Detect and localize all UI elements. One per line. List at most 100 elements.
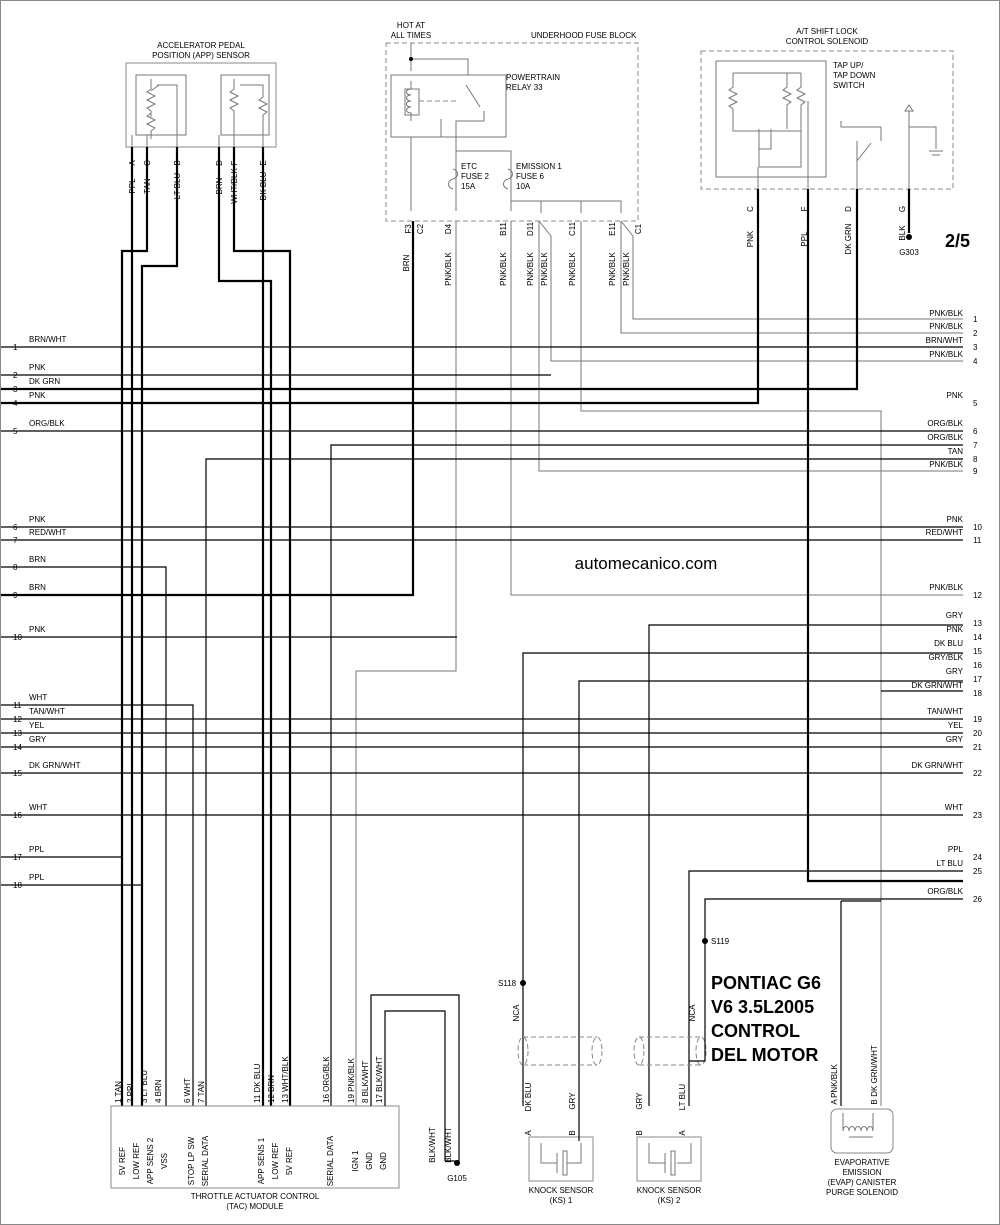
rc-15-n: 15 [973, 647, 982, 656]
evap-purge-solenoid: PNK/BLK DK GRN/WHT A B EVAPORATIVE EMISS… [826, 900, 898, 1197]
ks1-pin-a: A [524, 1130, 533, 1136]
lc-4-n: 4 [13, 399, 18, 408]
rc-14-n: 14 [973, 633, 982, 642]
sl-pin-d: D [844, 206, 853, 212]
rc-13-n: 13 [973, 619, 982, 628]
diagram-title: PONTIAC G6 V6 3.5L2005 CONTROL DEL MOTOR [711, 973, 821, 1065]
lc-15-n: 15 [13, 769, 22, 778]
title-line-2: V6 3.5L2005 [711, 997, 814, 1017]
switch-label-2: TAP DOWN [833, 71, 876, 80]
rc-20-label: YEL [948, 721, 964, 730]
ground-g303: G303 [899, 248, 919, 257]
rc-10-n: 10 [973, 523, 982, 532]
evap-pin-a: A [830, 1099, 839, 1105]
tac-module: THROTTLE ACTUATOR CONTROL (TAC) MODULE [110, 1105, 400, 1211]
ks2-pin-b: B [635, 1130, 644, 1135]
tac-title-1: THROTTLE ACTUATOR CONTROL [191, 1192, 320, 1201]
lc-1-label: BRN/WHT [29, 335, 66, 344]
rc-3-label: BRN/WHT [926, 336, 963, 345]
lc-5-n: 5 [13, 427, 18, 436]
app-sensor-title-2: POSITION (APP) SENSOR [152, 51, 250, 60]
lc-17-label: PPL [29, 845, 45, 854]
rc-8-n: 8 [973, 455, 978, 464]
lc-14-n: 14 [13, 743, 22, 752]
rc-1-label: PNK/BLK [929, 309, 963, 318]
tac-pin-13: 13 WHT/BLK [281, 1056, 290, 1103]
sl-pin-f: F [800, 206, 809, 211]
ks2-title-1: KNOCK SENSOR [637, 1186, 702, 1195]
fb-wire-d11a: PNK/BLK [526, 251, 535, 285]
evap-title-3: (EVAP) CANISTER [828, 1178, 897, 1187]
rc-9-n: 9 [973, 467, 978, 476]
rc-17-label: GRY [946, 667, 964, 676]
rc-16-n: 16 [973, 661, 982, 670]
tac-pin-4: 4 BRN [154, 1079, 163, 1103]
title-line-4: DEL MOTOR [711, 1045, 818, 1065]
fuse2-label-1: EMISSION 1 [516, 162, 562, 171]
watermark: automecanico.com [575, 554, 718, 573]
rc-12-label: PNK/BLK [929, 583, 963, 592]
fb-wire-b11: PNK/BLK [499, 251, 508, 285]
rc-17-n: 17 [973, 675, 982, 684]
evap-wire-pnkblk: PNK/BLK [830, 1063, 839, 1097]
rc-11-label: RED/WHT [926, 528, 963, 537]
shift-lock-title-2: CONTROL SOLENOID [786, 37, 869, 46]
fb-pin-d4: D4 [444, 223, 453, 234]
lc-11-n: 11 [13, 701, 22, 710]
rc-18-label: DK GRN/WHT [911, 681, 963, 690]
lc-13-n: 13 [13, 729, 22, 738]
lc-16-n: 16 [13, 811, 22, 820]
evap-wire-dkgrnwht: DK GRN/WHT [870, 1045, 879, 1097]
rc-25-n: 25 [973, 867, 982, 876]
rc-26-label: ORG/BLK [927, 887, 963, 896]
rc-16-label: GRY/BLK [928, 653, 963, 662]
rc-15-label: DK BLU [934, 639, 963, 648]
hot-at-2: ALL TIMES [391, 31, 431, 40]
evap-title-1: EVAPORATIVE [834, 1158, 889, 1167]
rc-8-label: TAN [948, 447, 964, 456]
fb-pin-d11: D11 [526, 221, 535, 236]
lc-3-label: PNK [29, 391, 46, 400]
fb-wire-c11: PNK/BLK [568, 251, 577, 285]
fb-wire-brn: BRN [402, 254, 411, 271]
relay-label-2: RELAY 33 [506, 83, 543, 92]
tac-title-2: (TAC) MODULE [226, 1202, 283, 1211]
lc-15-label: DK GRN/WHT [29, 761, 81, 770]
tac-pin-17: 17 BLK/WHT [375, 1056, 384, 1103]
tac-pin-6: 6 WHT [183, 1078, 192, 1103]
splice-s118: S118 [498, 979, 517, 988]
fb-pin-c2: C2 [416, 223, 425, 234]
tac-pin-7: 7 TAN [197, 1081, 206, 1103]
tac-fn-2: LOW REF [132, 1143, 141, 1180]
shift-lock-solenoid: A/T SHIFT LOCK CONTROL SOLENOID TAP UP/ … [700, 27, 954, 257]
rc-22-label: DK GRN/WHT [911, 761, 963, 770]
ks2-pin-a: A [678, 1130, 687, 1136]
lc-2-label: PNK [29, 363, 46, 372]
rc-19-label: TAN/WHT [927, 707, 963, 716]
rc-2-n: 2 [973, 329, 978, 338]
sl-wire-blk: BLK [898, 225, 907, 241]
rc-18-n: 18 [973, 689, 982, 698]
fb-pin-f3: F3 [404, 224, 413, 234]
fb-wire-d11b: PNK/BLK [540, 251, 549, 285]
lc-7-label: RED/WHT [29, 528, 66, 537]
rc-13-label: GRY [946, 611, 964, 620]
ks1-title-2: (KS) 1 [550, 1196, 573, 1205]
fuse1-label-3: 15A [461, 182, 476, 191]
rc-25-label: LT BLU [937, 859, 964, 868]
rc-10-label: PNK [947, 515, 964, 524]
lc-8-n: 8 [13, 563, 18, 572]
rc-1-n: 1 [973, 315, 978, 324]
tac-pin-19: 19 PNK/BLK [347, 1057, 356, 1103]
lc-17-n: 17 [13, 853, 22, 862]
tac-ground-wire-2: BLK/WHT [444, 1127, 453, 1163]
rc-23-label: WHT [945, 803, 963, 812]
tac-pin-1: 1 TAN [114, 1081, 123, 1103]
rc-14-label: PNK [947, 625, 964, 634]
hot-at-1: HOT AT [397, 21, 425, 30]
shift-lock-title-1: A/T SHIFT LOCK [796, 27, 858, 36]
fb-wire-e11: PNK/BLK [608, 251, 617, 285]
